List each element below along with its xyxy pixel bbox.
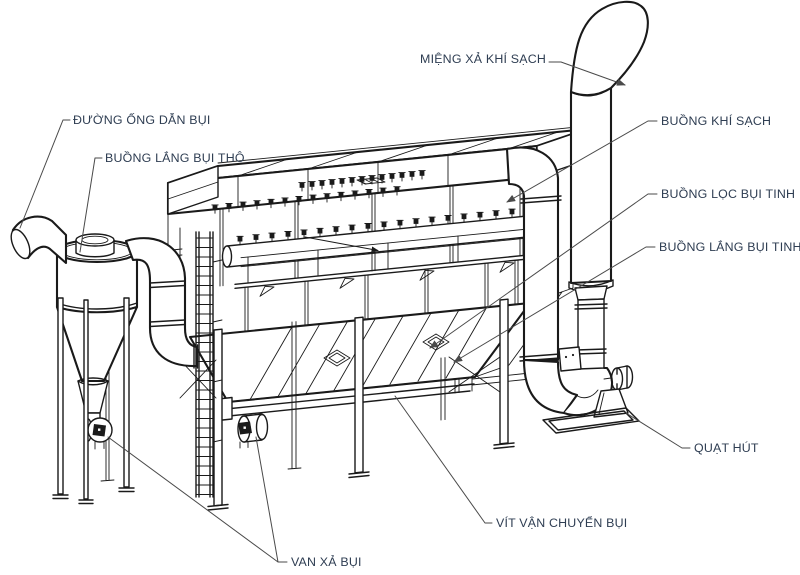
dust-inlet-duct <box>10 215 68 265</box>
clean-air-duct <box>505 146 562 362</box>
chimney-stack <box>568 0 649 370</box>
label-vit-van-chuyen-bui: VÍT VẬN CHUYỂN BỤI <box>496 515 627 530</box>
leader-chimney-outlet <box>548 61 626 86</box>
cyclone-discharge <box>77 377 113 450</box>
leader-dust-inlet-duct <box>19 119 71 229</box>
leader-lines <box>19 61 691 563</box>
baghouse-filter <box>161 125 589 511</box>
leader-filter-chamber <box>429 193 658 349</box>
vortex-finder <box>75 233 115 258</box>
chimney-outlet-bend <box>569 0 649 97</box>
leader-discharge-valves <box>107 436 288 563</box>
walkway-platform <box>234 227 541 297</box>
conveyor-rotary-valve <box>238 421 252 435</box>
leader-screw-conveyor <box>394 395 493 524</box>
cyclone-outlet-duct <box>124 237 199 369</box>
labels: MIỆNG XẢ KHÍ SẠCH ĐƯỜNG ỐNG DẪN BỤI BUỒN… <box>73 51 800 569</box>
filter-chamber-body <box>244 259 519 332</box>
suction-fan <box>522 346 640 434</box>
support-legs <box>179 298 515 511</box>
label-buong-loc-bui-tinh: BUỒNG LỌC BỤI TINH <box>661 186 795 201</box>
pulse-air-header <box>221 207 533 268</box>
label-van-xa-bui: VAN XẢ BỤI <box>291 554 362 569</box>
label-buong-khi-sach: BUỒNG KHÍ SẠCH <box>661 113 771 128</box>
cyclone-cone <box>55 305 139 383</box>
leader-fine-settling-hopper <box>453 246 656 363</box>
leader-cyclone-chamber <box>79 157 103 253</box>
fan-motor <box>603 365 634 391</box>
coarse-settling-cyclone <box>10 215 199 505</box>
label-buong-lang-bui-tho: BUỒNG LẮNG BỤI THÔ <box>105 150 245 165</box>
access-ladder <box>195 231 223 498</box>
label-quat-hut: QUẠT HÚT <box>694 440 759 455</box>
leader-suction-fan <box>625 412 691 449</box>
label-buong-lang-bui-tinh: BUỒNG LẮNG BỤI TINH <box>659 239 800 254</box>
cyclone-legs <box>52 297 135 505</box>
leader-clean-air-plenum <box>506 120 658 203</box>
label-duong-ong-dan-bui: ĐƯỜNG ỐNG DẪN BỤI <box>73 112 211 127</box>
label-mieng-xa-khi-sach: MIỆNG XẢ KHÍ SẠCH <box>420 51 546 66</box>
